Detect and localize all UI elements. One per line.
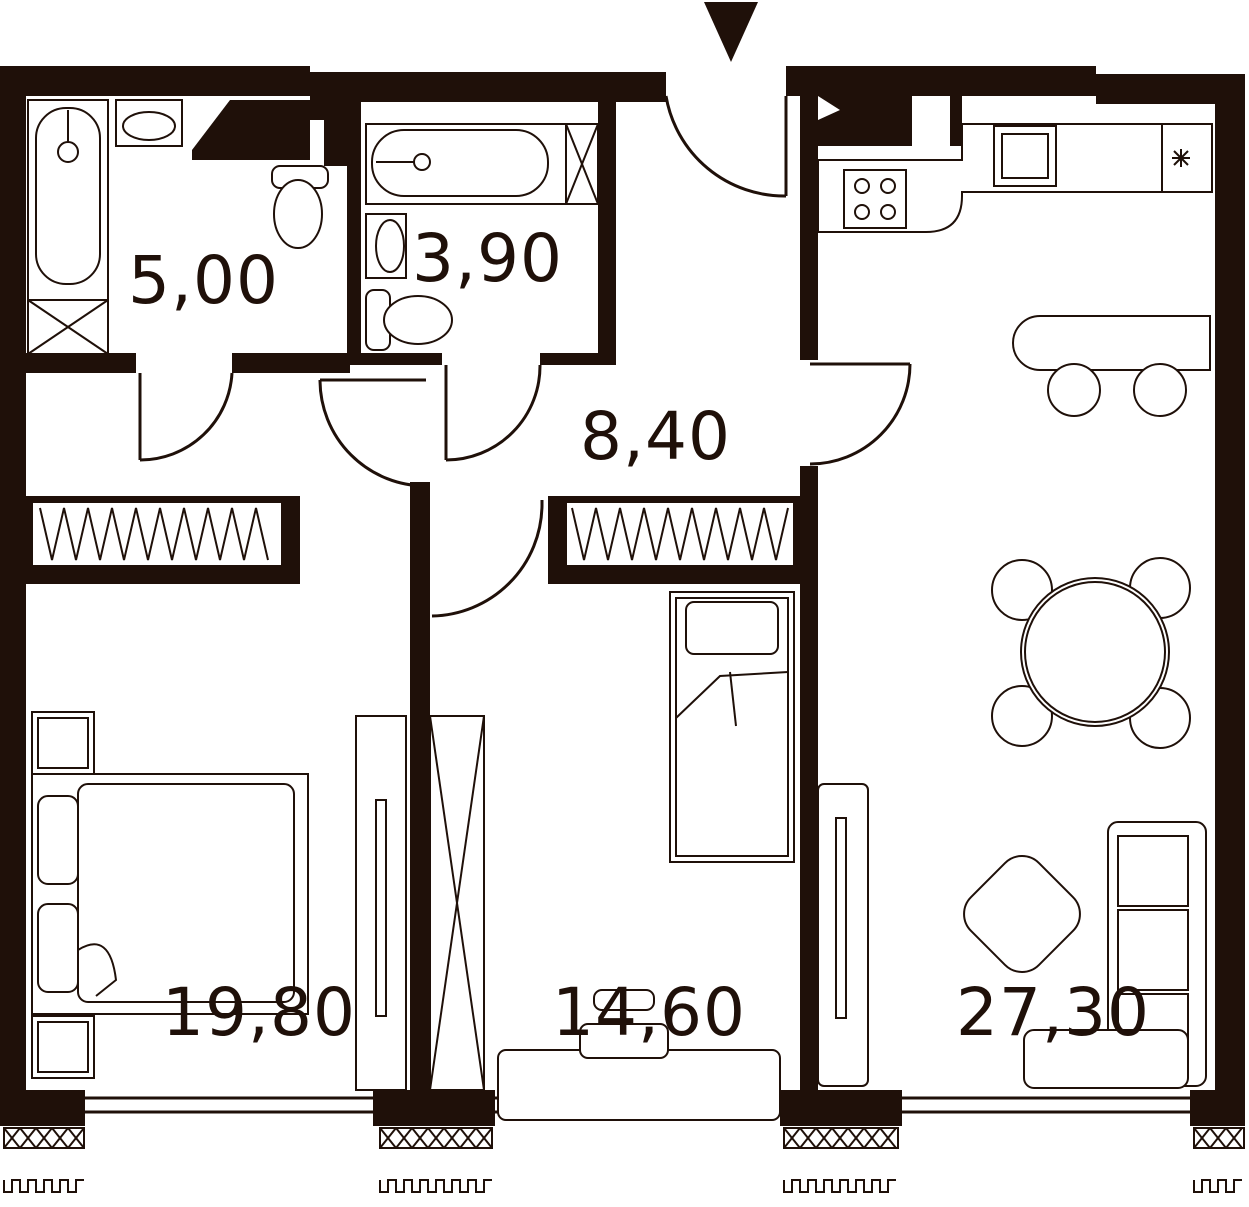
toilet-1 xyxy=(271,165,329,249)
area-bathroom-2: 3,90 xyxy=(412,220,563,297)
desk xyxy=(497,989,781,1121)
bathtub-1 xyxy=(27,99,109,301)
double-bed xyxy=(31,773,309,1015)
bathtub-2 xyxy=(365,123,567,205)
area-hallway: 8,40 xyxy=(580,398,731,475)
dining-set xyxy=(991,557,1191,749)
fridge-icon xyxy=(1172,149,1190,167)
wardrobe-1 xyxy=(31,501,283,567)
sofa xyxy=(1023,821,1207,1089)
closet-3 xyxy=(817,783,869,1087)
nightstand-2 xyxy=(31,1015,95,1079)
closet-1 xyxy=(355,715,407,1091)
storage-box-2 xyxy=(565,123,599,205)
nightstand-1 xyxy=(31,711,95,775)
bar-counter xyxy=(1012,315,1211,417)
doors xyxy=(138,95,912,618)
hob xyxy=(843,169,907,229)
armchair xyxy=(963,855,1081,973)
area-bedroom-2: 14,60 xyxy=(552,974,746,1051)
area-bathroom-1: 5,00 xyxy=(128,242,279,319)
balcony-rails xyxy=(3,1127,1245,1193)
single-bed xyxy=(669,591,795,863)
entrance-arrow-icon xyxy=(704,2,758,62)
wardrobe-2 xyxy=(565,501,795,567)
kitchen-counter xyxy=(817,123,1213,233)
area-kitchen-living: 27,30 xyxy=(956,974,1150,1051)
closet-2 xyxy=(429,715,485,1091)
storage-box-1 xyxy=(27,299,109,355)
sink-1 xyxy=(115,99,183,147)
area-bedroom-1: 19,80 xyxy=(162,974,356,1051)
sink-2 xyxy=(365,213,407,279)
outer-walls xyxy=(0,66,1245,1126)
toilet-2 xyxy=(365,289,453,351)
